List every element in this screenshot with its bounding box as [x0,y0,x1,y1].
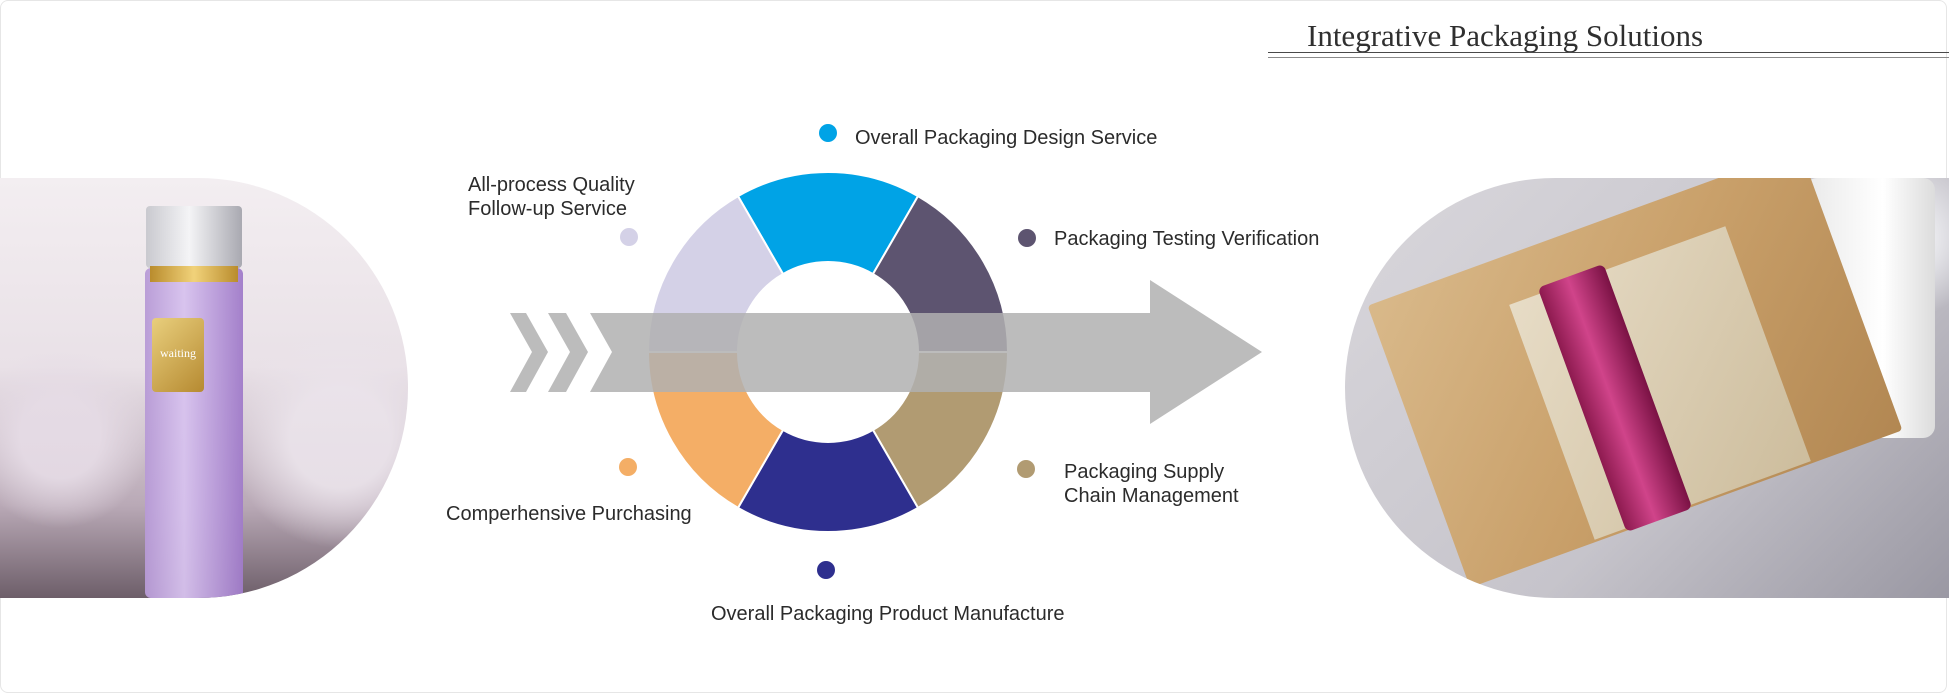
service-label-purchasing: Comperhensive Purchasing [446,503,692,525]
legend-dot-quality [620,228,638,246]
legend-dot-design [819,124,837,142]
service-label-supply-chain: Packaging Supply Chain Management [1064,461,1239,507]
ring-segment-design [736,171,920,276]
bottle-collar [150,266,238,282]
title-rule-top [1268,52,1949,53]
service-label-quality: All-process Quality Follow-up Service [468,174,635,220]
title-rule-bottom [1268,57,1949,58]
arrow-shaft [590,280,1262,424]
legend-dot-manufacture [817,561,835,579]
legend-dot-testing [1018,229,1036,247]
arrow-chevron [548,313,588,392]
ring-segment-manufacture [736,428,920,533]
bottle-tag: waiting [152,318,204,392]
legend-dot-purchasing [619,458,637,476]
page-title: Integrative Packaging Solutions [1307,18,1704,53]
service-label-design: Overall Packaging Design Service [855,127,1158,149]
service-ring [646,171,1010,533]
service-label-manufacture: Overall Packaging Product Manufacture [711,603,1065,625]
legend-dot-supply-chain [1017,460,1035,478]
bottle-tag-text: waiting [160,346,196,360]
process-arrow [510,280,1262,424]
perfume-bottle-photo: waiting [0,178,408,598]
service-label-testing: Packaging Testing Verification [1054,228,1320,250]
arrow-chevron [510,313,548,392]
bottle-cap [146,206,242,268]
wooden-gift-box-photo [1345,178,1949,598]
